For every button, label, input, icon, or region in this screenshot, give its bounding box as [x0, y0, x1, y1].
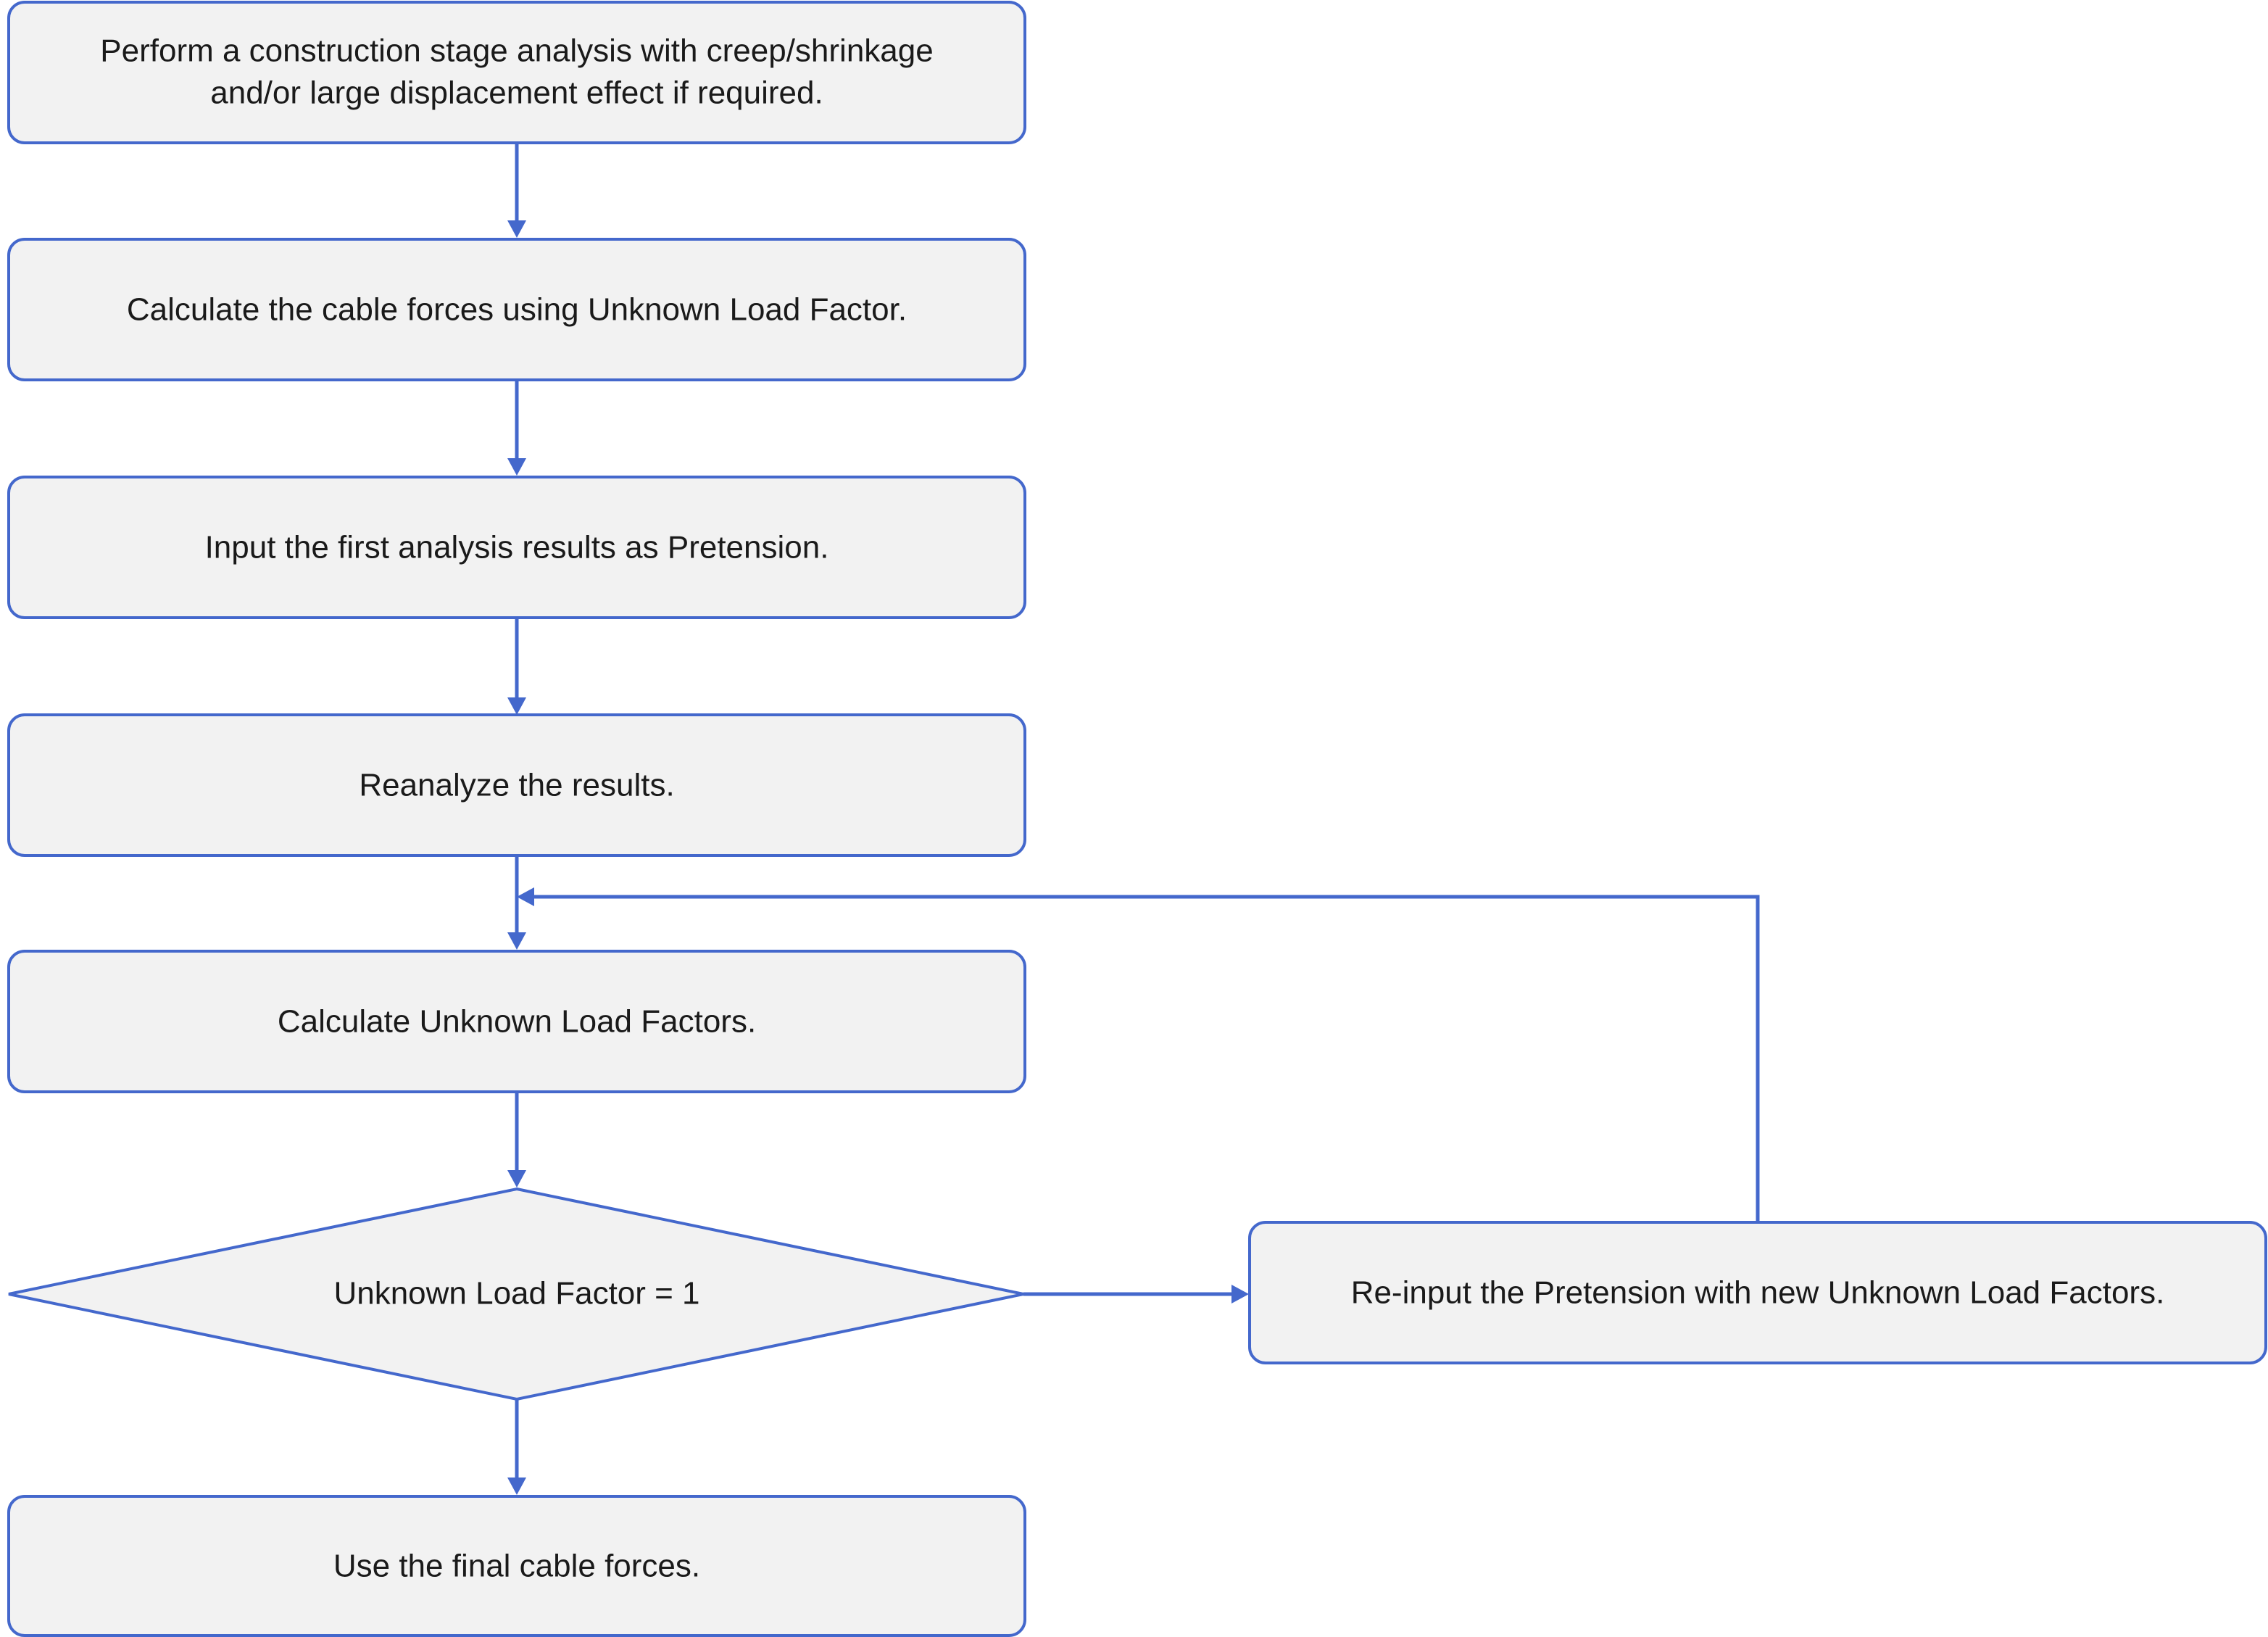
- node-step5: Calculate Unknown Load Factors.: [7, 950, 1026, 1093]
- node-step3: Input the first analysis results as Pret…: [7, 476, 1026, 619]
- node-decision: Unknown Load Factor = 1: [8, 1187, 1024, 1401]
- arrowhead-reinput: [1231, 1285, 1249, 1304]
- arrowhead-step4: [507, 697, 526, 715]
- node-step5-label: Calculate Unknown Load Factors.: [278, 1004, 756, 1040]
- node-step4: Reanalyze the results.: [7, 713, 1026, 857]
- node-step2-box: [7, 238, 1026, 381]
- node-step4-box: [7, 713, 1026, 857]
- connectors: [507, 143, 1760, 1495]
- node-step2-label: Calculate the cable forces using Unknown…: [127, 292, 907, 328]
- node-decision-label: Unknown Load Factor = 1: [333, 1276, 699, 1311]
- arrowhead-final: [507, 1478, 526, 1495]
- node-step3-label: Input the first analysis results as Pret…: [205, 530, 829, 565]
- arrowhead-step5: [507, 932, 526, 950]
- arrowhead-decision: [507, 1170, 526, 1188]
- arrowhead-loop: [517, 887, 534, 906]
- node-reinput-box: [1248, 1221, 2267, 1364]
- node-decision-diamond: [8, 1187, 1024, 1401]
- node-step3-box: [7, 476, 1026, 619]
- node-step1-box: [7, 1, 1026, 144]
- node-final: Use the final cable forces.: [7, 1495, 1026, 1637]
- node-reinput-label: Re-input the Pretension with new Unknown…: [1351, 1275, 2165, 1311]
- node-step4-label: Reanalyze the results.: [359, 768, 674, 803]
- node-step5-box: [7, 950, 1026, 1093]
- node-reinput: Re-input the Pretension with new Unknown…: [1248, 1221, 2267, 1364]
- arrowhead-step3: [507, 458, 526, 476]
- edge-reinput-to-step5-loop: [534, 895, 1760, 1221]
- node-step1-line1: Perform a construction stage analysis wi…: [100, 33, 933, 69]
- node-step1-line2: and/or large displacement effect if requ…: [210, 75, 823, 111]
- node-final-label: Use the final cable forces.: [333, 1549, 700, 1584]
- node-step2: Calculate the cable forces using Unknown…: [7, 238, 1026, 381]
- node-final-box: [7, 1495, 1026, 1637]
- node-step1: Perform a construction stage analysis wi…: [7, 1, 1026, 144]
- arrowhead-step2: [507, 220, 526, 238]
